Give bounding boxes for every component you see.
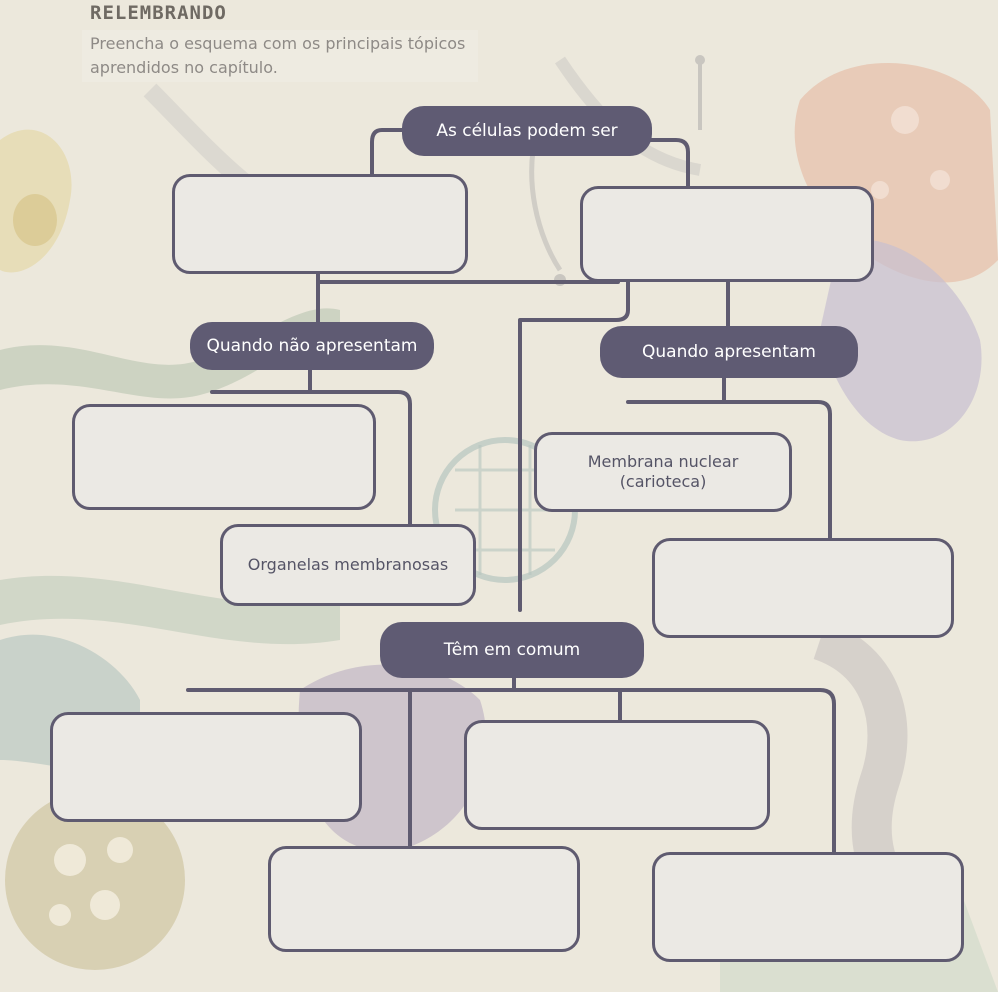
right-branch-label: Quando apresentam — [600, 326, 858, 378]
section-title: RELEMBRANDO — [90, 2, 227, 24]
left-branch-label: Quando não apresentam — [190, 322, 434, 370]
empty-box-common-2[interactable] — [464, 720, 770, 830]
membranous-organelles-label: Organelas membranosas — [247, 555, 449, 574]
empty-box-with-nucleus[interactable] — [652, 538, 954, 638]
empty-box-without-nucleus[interactable] — [72, 404, 376, 510]
root-concept: As células podem ser — [402, 106, 652, 156]
nuclear-membrane-sublabel: (carioteca) — [619, 472, 707, 491]
empty-box-common-4[interactable] — [652, 852, 964, 962]
empty-box-common-3[interactable] — [268, 846, 580, 952]
empty-box-common-1[interactable] — [50, 712, 362, 822]
common-features-label: Têm em comum — [380, 622, 644, 678]
nuclear-membrane-box: Membrana nuclear (carioteca) — [534, 432, 792, 512]
membranous-organelles-box: Organelas membranosas — [220, 524, 476, 606]
empty-box-cell-type-b[interactable] — [580, 186, 874, 282]
nuclear-membrane-label: Membrana nuclear — [587, 452, 739, 471]
empty-box-cell-type-a[interactable] — [172, 174, 468, 274]
instruction-text: Preencha o esquema com os principais tóp… — [82, 30, 478, 82]
